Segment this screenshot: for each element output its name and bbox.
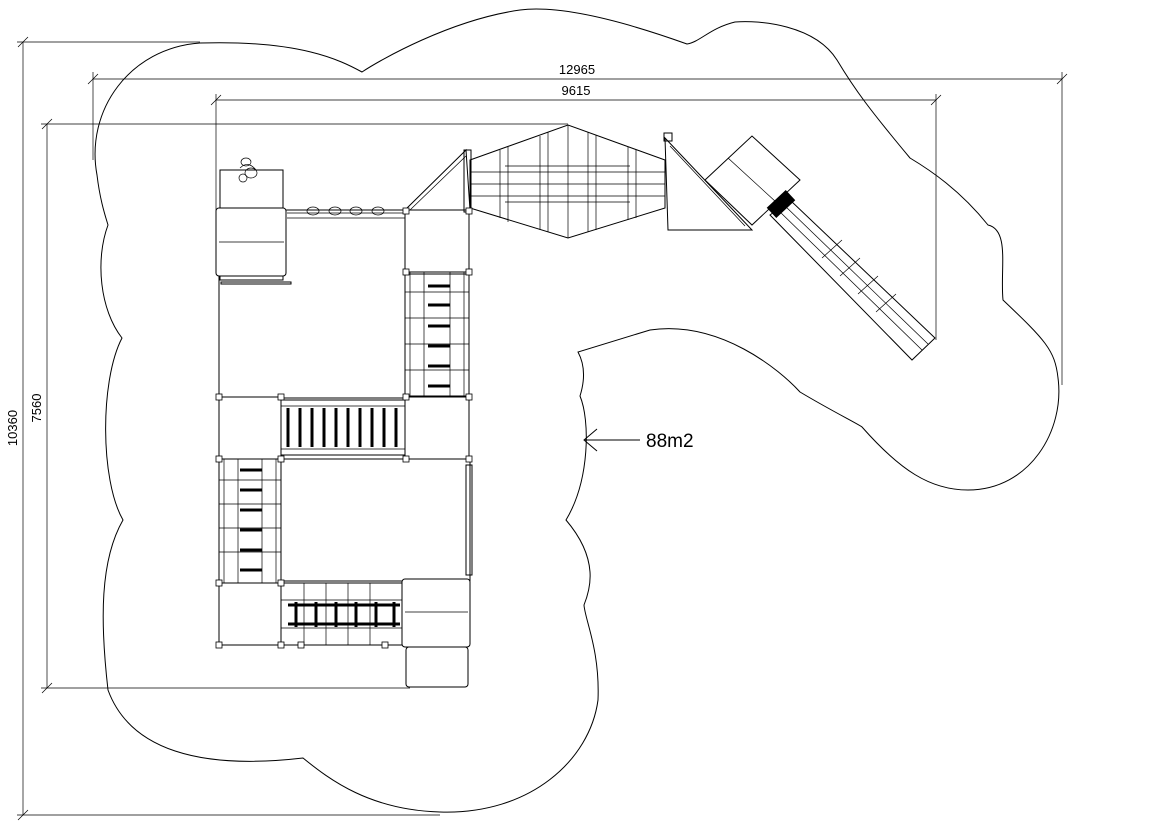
dimension-overall-width: 12965 bbox=[87, 62, 1068, 385]
frame-middle bbox=[280, 458, 471, 582]
dimension-inner-height: 7560 bbox=[29, 118, 568, 694]
slide-tower bbox=[663, 132, 801, 231]
climbing-net-right bbox=[404, 271, 470, 397]
dimension-label-inner-width: 9615 bbox=[562, 83, 591, 98]
dimension-label-inner-height: 7560 bbox=[29, 394, 44, 423]
play-structure bbox=[215, 124, 936, 688]
side-panel-right bbox=[465, 464, 473, 576]
ramp-triangle bbox=[403, 148, 471, 211]
net-bridge bbox=[469, 124, 666, 239]
climbing-net-left bbox=[218, 458, 282, 584]
safety-zone-outline bbox=[94, 8, 1060, 813]
corner-posts bbox=[215, 207, 473, 649]
step-bottom bbox=[405, 646, 469, 688]
deck-bottom-left bbox=[218, 582, 282, 646]
area-label: 88m2 bbox=[646, 431, 694, 452]
dimension-overall-height: 10360 bbox=[5, 36, 440, 821]
roof-ornament-icon bbox=[238, 157, 258, 183]
deck-middle-left bbox=[218, 396, 282, 460]
deck-middle-right bbox=[404, 396, 470, 460]
top-rail bbox=[287, 206, 405, 219]
slide bbox=[766, 190, 936, 361]
area-callout: 88m2 bbox=[583, 428, 694, 452]
deck-top-center bbox=[404, 209, 470, 275]
dimension-label-overall-height: 10360 bbox=[5, 410, 20, 446]
ladder-bridge-bottom bbox=[280, 582, 406, 646]
dimension-inner-width: 9615 bbox=[210, 83, 942, 340]
ladder-bridge-middle bbox=[280, 399, 406, 456]
dimension-label-overall-width: 12965 bbox=[559, 62, 595, 77]
deck-bottom-right bbox=[401, 578, 471, 648]
